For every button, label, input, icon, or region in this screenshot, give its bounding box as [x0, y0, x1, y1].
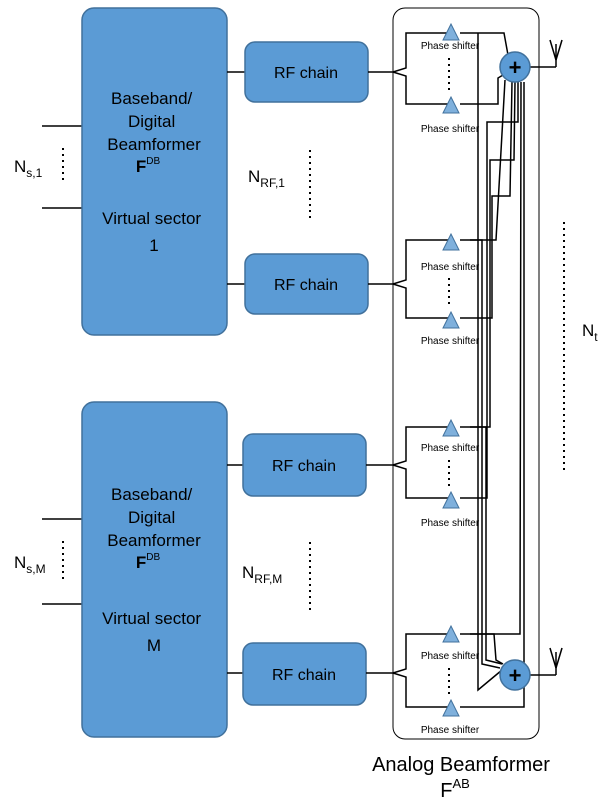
adder-symbol: +: [509, 55, 522, 80]
fanout-wire: [392, 283, 448, 319]
baseband-block-m: [81, 401, 228, 738]
rf-chain-block: [242, 642, 367, 706]
adder-icon: [499, 659, 531, 691]
antenna-icon: [549, 647, 563, 675]
fanout-wire: [392, 32, 448, 73]
analog-beamformer-frame: [392, 7, 540, 740]
digital-precoder-symbol-1: FDB: [136, 156, 161, 176]
phase-shifter-label: Phase shifter: [421, 518, 480, 529]
phase-shifter: Phase shifter: [421, 698, 480, 736]
phase-shifter-icon: [442, 232, 460, 251]
phase-shifter-icon: [442, 698, 460, 717]
phase-shifter-icon: [442, 418, 460, 437]
route-wire: [470, 239, 501, 669]
fanout-wire: [392, 426, 448, 466]
summer-top: +: [499, 51, 531, 83]
summer-bottom: +: [499, 659, 531, 691]
baseband-title-1: Baseband/ Digital Beamformer: [107, 89, 201, 154]
phase-shifter-icon: [442, 624, 460, 643]
phase-shifter: Phase shifter: [421, 310, 480, 347]
phase-shifter-label: Phase shifter: [421, 651, 480, 662]
route-wire: [460, 81, 513, 319]
baseband-title-m: Baseband/ Digital Beamformer: [107, 485, 201, 550]
rf-chain-label: RF chain: [272, 667, 336, 684]
rf-chain-label: RF chain: [272, 458, 336, 475]
route-wire: [460, 32, 509, 56]
stream-count-label-m: Ns,M: [14, 553, 46, 576]
virtual-sector-m-group: Ns,M Baseband/ Digital Beamformer FDB Vi…: [14, 401, 367, 738]
fanout-wire: [392, 71, 448, 105]
phase-shifter-icon: [442, 95, 460, 114]
phase-shifter-icon: [442, 490, 460, 509]
rf-chain-label: RF chain: [274, 277, 338, 294]
baseband-block-1: [81, 7, 228, 336]
rf-chain-label: RF chain: [274, 65, 338, 82]
rf-count-label-m: NRF,M: [242, 563, 282, 586]
fanout-wire: [392, 633, 448, 674]
phase-shifter-label: Phase shifter: [421, 262, 480, 273]
analog-precoder-symbol: FAB: [440, 776, 470, 802]
phase-shifter: Phase shifter: [421, 418, 480, 454]
antenna-icon: [549, 39, 563, 67]
phase-shifter-icon: [442, 22, 460, 41]
route-wire: [477, 33, 503, 692]
stream-count-label-1: Ns,1: [14, 157, 43, 180]
adder-symbol: +: [509, 663, 522, 688]
virtual-sector-1-group: Ns,1 Baseband/ Digital Beamformer FDB Vi…: [14, 7, 369, 336]
virtual-sector-label-1: Virtual sector 1: [102, 209, 206, 255]
phase-shifter-label: Phase shifter: [421, 336, 480, 347]
route-wire: [460, 82, 525, 708]
phase-shifter-label: Phase shifter: [421, 725, 480, 736]
virtual-sector-label-m: Virtual sector M: [102, 609, 206, 655]
route-wire: [460, 71, 509, 105]
digital-precoder-symbol-m: FDB: [136, 552, 161, 572]
rf-count-label-1: NRF,1: [248, 167, 285, 190]
route-wire: [470, 426, 503, 665]
phase-shifter: Phase shifter: [421, 22, 480, 52]
fanout-wire: [392, 239, 448, 285]
fanout-wire: [392, 464, 448, 499]
phase-shifter-label: Phase shifter: [421, 41, 480, 52]
route-wire: [470, 633, 504, 665]
analog-network-wiring: [366, 32, 556, 708]
phase-shifter: Phase shifter: [421, 232, 480, 273]
phase-shifter-label: Phase shifter: [421, 443, 480, 454]
phase-shifter: Phase shifter: [421, 490, 480, 529]
antenna-count-label: Nt: [582, 321, 598, 344]
phase-shifter: Phase shifter: [421, 624, 480, 662]
phase-shifters: Phase shifter Phase shifter Phase shifte…: [421, 22, 480, 736]
phase-shifter: Phase shifter: [421, 95, 480, 135]
phase-shifter-icon: [442, 310, 460, 329]
adder-icon: [499, 51, 531, 83]
analog-beamformer-title: Analog Beamformer: [372, 754, 550, 776]
phase-shifter-label: Phase shifter: [421, 124, 480, 135]
fanout-wire: [392, 672, 448, 708]
route-wire: [460, 82, 519, 499]
